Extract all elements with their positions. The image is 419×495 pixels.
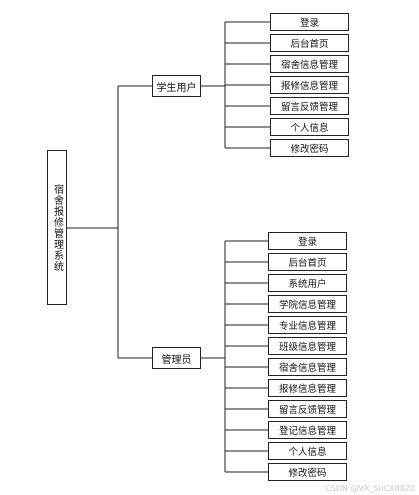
role-student: 学生用户 — [152, 75, 201, 97]
student-item-dorm-info: 宿舍信息管理 — [270, 55, 349, 73]
student-item-password: 修改密码 — [270, 139, 349, 157]
watermark: CSDN @VX_SnCX8820 — [325, 484, 415, 493]
admin-item-class-info: 班级信息管理 — [268, 337, 347, 355]
student-item-dashboard: 后台首页 — [270, 34, 349, 52]
root-node: 宿舍报修管理系统 — [47, 150, 67, 305]
admin-item-repair-info: 报修信息管理 — [268, 379, 347, 397]
student-item-feedback: 留言反馈管理 — [270, 97, 349, 115]
admin-item-feedback: 留言反馈管理 — [268, 400, 347, 418]
admin-item-password: 修改密码 — [268, 463, 347, 481]
student-item-login: 登录 — [270, 13, 349, 31]
student-item-repair-info: 报修信息管理 — [270, 76, 349, 94]
admin-item-dorm-info: 宿舍信息管理 — [268, 358, 347, 376]
admin-item-registration-info: 登记信息管理 — [268, 421, 347, 439]
admin-item-dashboard: 后台首页 — [268, 253, 347, 271]
student-item-profile: 个人信息 — [270, 118, 349, 136]
admin-item-profile: 个人信息 — [268, 442, 347, 460]
admin-item-college-info: 学院信息管理 — [268, 295, 347, 313]
admin-item-login: 登录 — [268, 232, 347, 250]
admin-item-major-info: 专业信息管理 — [268, 316, 347, 334]
role-admin: 管理员 — [152, 347, 201, 369]
admin-item-system-users: 系统用户 — [268, 274, 347, 292]
